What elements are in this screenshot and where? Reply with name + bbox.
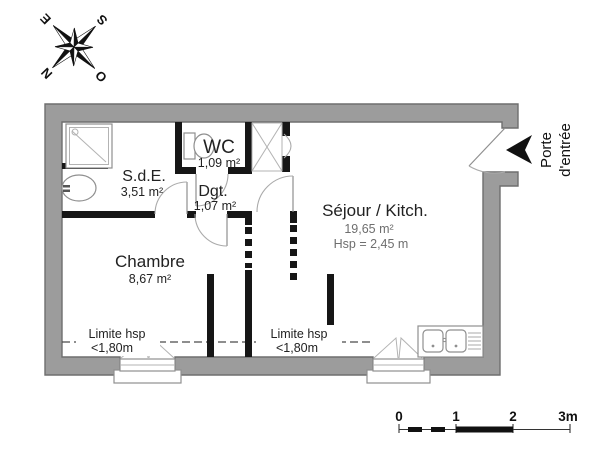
entrance-arrow-icon: [506, 135, 532, 164]
wall-bottom-middle: [174, 356, 374, 376]
wall-closet-right-top: [282, 122, 290, 136]
windows: [113, 335, 431, 384]
wall-wc-south-right: [228, 167, 252, 174]
wall-wc-south-left: [175, 167, 196, 174]
dgt-area: 1,07 m²: [194, 199, 236, 213]
compass-west-label: O: [92, 68, 110, 86]
sejour-door: [256, 175, 294, 213]
wall-top-left-bottom: [44, 103, 519, 376]
entrance-label-line1: Porte: [538, 132, 555, 168]
fixtures: [61, 122, 484, 358]
sejour-window: [366, 336, 431, 384]
wall-closet-left: [245, 122, 252, 174]
wall-dgt-east-top: [290, 211, 297, 223]
shower-icon: [65, 123, 113, 169]
wall-sde-south: [62, 211, 155, 218]
sde-door: [154, 181, 188, 215]
sejour-ceiling-height: Hsp = 2,45 m: [334, 237, 409, 251]
sejour-name: Séjour / Kitch.: [322, 201, 428, 220]
kitchen-sink-icon: [417, 325, 484, 358]
sejour-area: 19,65 m²: [344, 222, 393, 236]
wall-closet-right-bottom: [282, 156, 290, 172]
outer-walls: [44, 103, 519, 376]
wall-sde-wc: [175, 122, 182, 171]
closet-icon: [251, 122, 283, 172]
entrance-door: [468, 127, 506, 174]
wall-dgt-south-mid: [187, 211, 196, 218]
scale-tick-1: 1: [452, 409, 460, 424]
compass-east-label: E: [37, 10, 54, 27]
scale-tick-0: 0: [395, 409, 403, 424]
height-limit-labels: Limite hsp <1,80m Limite hsp <1,80m: [76, 325, 342, 356]
height-limit-left-line2: <1,80m: [91, 341, 133, 355]
wc-door: [195, 173, 229, 207]
wall-dgt-south-right: [227, 211, 252, 218]
chambre-name: Chambre: [115, 252, 185, 271]
wall-stub-sejour: [327, 274, 334, 338]
compass-south-label: S: [93, 11, 110, 28]
sde-name: S.d.E.: [122, 168, 166, 185]
height-limit-left-line1: Limite hsp: [89, 327, 146, 341]
entrance-label-line2: d'entrée: [557, 123, 574, 177]
chambre-area: 8,67 m²: [129, 272, 171, 286]
scale-tick-2: 2: [509, 409, 517, 424]
closet-door: [283, 133, 292, 159]
wall-stub-chambre: [207, 274, 214, 357]
room-labels: S.d.E. 3,51 m² WC 1,09 m² Dgt. 1,07 m² C…: [115, 137, 428, 286]
height-limit-right-line1: Limite hsp: [271, 327, 328, 341]
compass-star-icon: [52, 25, 96, 69]
compass-rose: N E S O: [37, 10, 111, 86]
wc-area: 1,09 m²: [198, 156, 240, 170]
wc-name: WC: [203, 137, 235, 158]
dgt-name: Dgt.: [198, 183, 227, 200]
chambre-door: [194, 213, 228, 247]
wall-chambre-sejour-bottom: [245, 270, 252, 357]
sde-area: 3,51 m²: [121, 185, 163, 199]
entrance-annotation: Porte d'entrée: [506, 123, 574, 177]
door-swings: [154, 127, 506, 247]
toilet-icon: [183, 132, 215, 160]
washbasin-icon: [61, 174, 97, 202]
scale-bar: 0 1 2 3m: [395, 409, 578, 433]
scale-tick-3: 3m: [558, 409, 578, 424]
wall-chambre-sejour-top: [245, 211, 252, 225]
height-limit-right-line2: <1,80m: [276, 341, 318, 355]
